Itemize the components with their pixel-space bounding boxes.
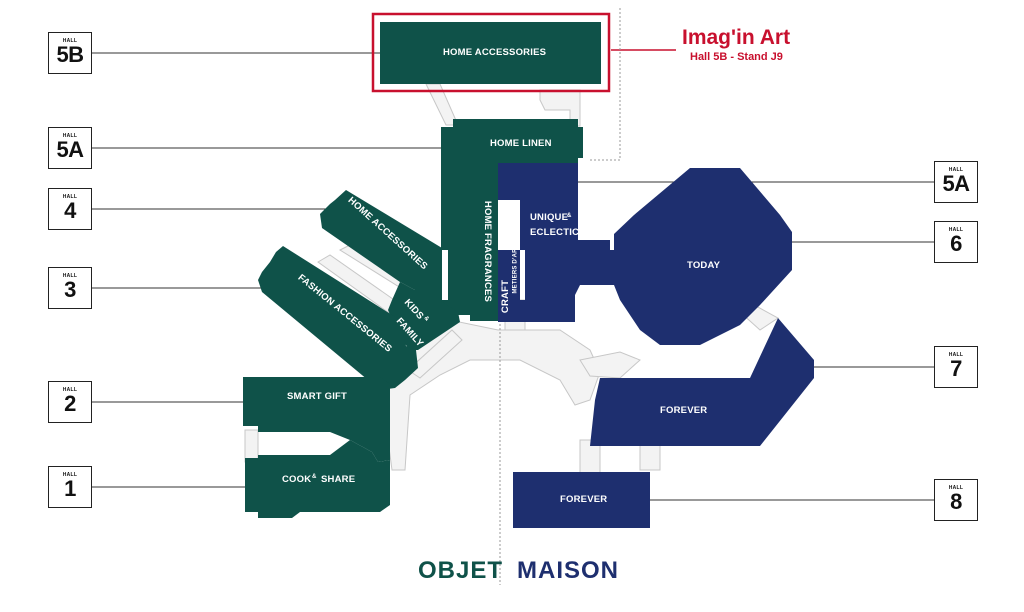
zone-forever-8[interactable] (513, 472, 650, 528)
zone-unique-eclectic[interactable] (498, 163, 610, 322)
zone-label-craft: CRAFT (500, 279, 512, 314)
brand-maison: MAISON (517, 557, 619, 584)
hall-number: 5A (942, 171, 970, 196)
brand-objet: OBJET (418, 557, 504, 584)
hall-7-box[interactable]: HALL 7 (934, 346, 978, 388)
hall-word: HALL (62, 273, 78, 279)
zone-home-fragrances[interactable] (441, 163, 498, 321)
hall-word: HALL (948, 167, 964, 173)
hall-number: 6 (950, 231, 962, 256)
hall-word: HALL (948, 227, 964, 233)
hall-word: HALL (948, 352, 964, 358)
zone-fashion-accessories[interactable] (258, 246, 418, 390)
hall-number: 8 (950, 489, 962, 514)
zone-label-craft-sub: METIERS D'ART (512, 244, 519, 294)
callout-exhibitor-name: Imag'in Art (682, 26, 791, 49)
zone-cook-share[interactable] (245, 440, 390, 518)
zone-craft[interactable] (498, 250, 520, 322)
hall-5a-left-box[interactable]: HALL 5A (48, 127, 92, 169)
hall-word: HALL (62, 472, 78, 478)
hall-number: 5B (56, 42, 84, 67)
hall-word: HALL (948, 485, 964, 491)
callout-stand: Hall 5B - Stand J9 (690, 51, 783, 63)
zone-smart-gift[interactable] (243, 377, 390, 462)
zone-label-share: SHARE (321, 474, 356, 485)
zone-label-home-linen: HOME LINEN (490, 138, 552, 149)
hall-number: 3 (64, 277, 76, 302)
hall-number: 1 (64, 476, 76, 501)
hall-2-box[interactable]: HALL 2 (48, 381, 92, 423)
zone-label-home-accessories-5b: HOME ACCESSORIES (443, 47, 547, 58)
zone-home-accessories-5b[interactable] (380, 22, 601, 84)
hall-number: 5A (56, 137, 84, 162)
objet-zones (243, 22, 601, 518)
maison-zones (498, 163, 814, 528)
hall-5b-box[interactable]: HALL 5B (48, 32, 92, 74)
zone-label-home-fragrances: HOME FRAGRANCES (482, 200, 494, 303)
zone-label-smart-gift: SMART GIFT (287, 391, 348, 402)
zone-label-today: TODAY (687, 260, 721, 271)
zone-label-forever-7: FOREVER (660, 405, 708, 416)
hall-8-box[interactable]: HALL 8 (934, 479, 978, 521)
hall-number: 7 (950, 356, 962, 381)
hall-1-box[interactable]: HALL 1 (48, 466, 92, 508)
hall-6-box[interactable]: HALL 6 (934, 221, 978, 263)
zone-home-linen[interactable] (441, 119, 583, 163)
hall-number: 2 (64, 391, 76, 416)
zone-home-accessories-4[interactable] (320, 190, 442, 302)
zone-label-amp-3: & (567, 213, 572, 219)
hall-number: 4 (64, 198, 76, 223)
zone-label-cook: COOK (282, 474, 312, 485)
zone-label-forever-8: FOREVER (560, 494, 608, 505)
zone-label-amp-2: & (312, 474, 317, 480)
hall-5a-right-box[interactable]: HALL 5A (934, 161, 978, 203)
hall-3-box[interactable]: HALL 3 (48, 267, 92, 309)
hall-4-box[interactable]: HALL 4 (48, 188, 92, 230)
zone-today[interactable] (590, 168, 792, 345)
hall-word: HALL (62, 387, 78, 393)
hall-word: HALL (62, 133, 78, 139)
zone-label-unique: UNIQUE (530, 212, 569, 223)
zone-forever-7[interactable] (590, 318, 814, 446)
zone-label-eclectic: ECLECTIC (530, 227, 580, 238)
hall-word: HALL (62, 38, 78, 44)
hall-word: HALL (62, 194, 78, 200)
highlight-frame (371, 12, 611, 93)
zone-kids-family[interactable] (388, 282, 460, 350)
